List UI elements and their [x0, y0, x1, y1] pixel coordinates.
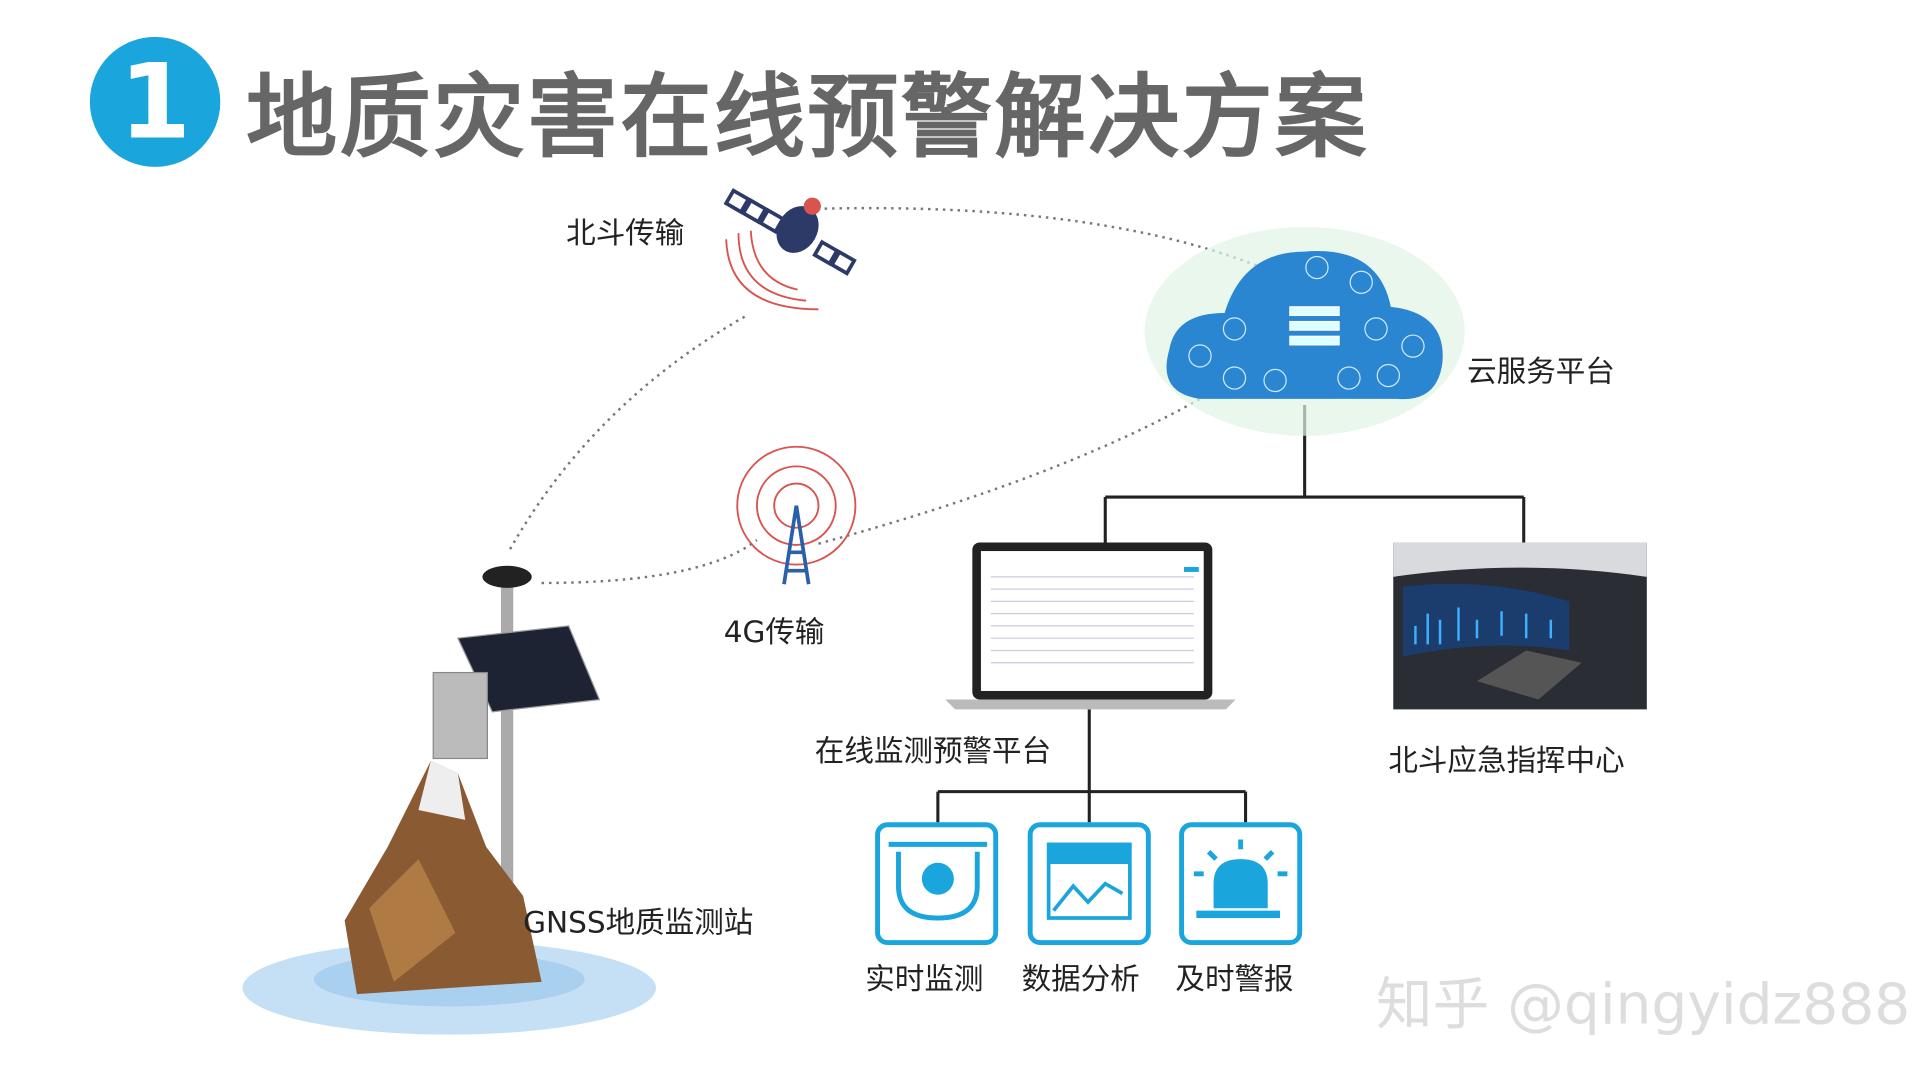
4g-transmission-label: 4G传输 — [723, 614, 825, 650]
laptop-icon — [945, 542, 1236, 710]
gnss-station-label: GNSS地质监测站 — [523, 905, 754, 941]
beidou-cloud-link — [824, 206, 1275, 274]
tower-cloud-link — [818, 397, 1201, 545]
platform-tree-lines — [936, 709, 1248, 823]
page-title: 地质灾害在线预警解决方案 — [246, 65, 1369, 171]
feature-label: 及时警报 — [1175, 962, 1294, 997]
cloud-platform-icon — [1144, 227, 1465, 436]
cell-tower-icon — [736, 445, 857, 585]
cloud-tree-lines — [1103, 405, 1526, 543]
feature-label: 实时监测 — [865, 962, 984, 997]
step-number-badge: 1 — [89, 36, 221, 167]
feature-realtime-monitoring-box — [875, 822, 999, 946]
gnss-station-icon — [242, 565, 657, 1035]
monitoring-platform-label: 在线监测预警平台 — [814, 733, 1052, 769]
cloud-platform-label: 云服务平台 — [1467, 354, 1615, 390]
feature-data-analysis-box — [1027, 822, 1151, 946]
watermark: 知乎 @qingyidz888 — [1376, 970, 1911, 1038]
feature-label: 数据分析 — [1021, 962, 1140, 997]
station-beidou-link — [507, 315, 746, 553]
station-tower-link — [541, 539, 758, 585]
command-center-photo — [1393, 542, 1647, 710]
command-center-label: 北斗应急指挥中心 — [1388, 743, 1625, 779]
feature-alarm-box — [1179, 822, 1303, 946]
satellite-icon — [723, 188, 857, 311]
beidou-transmission-label: 北斗传输 — [566, 216, 685, 251]
